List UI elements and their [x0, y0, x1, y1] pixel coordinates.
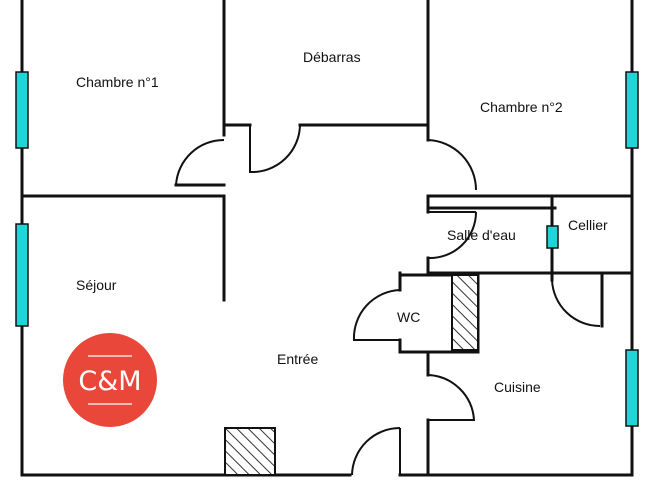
door-debarras	[249, 124, 301, 174]
door-chambre1	[175, 138, 225, 186]
windows	[15, 71, 639, 427]
window-cuisine	[625, 349, 639, 427]
label-wc: WC	[397, 309, 420, 325]
ducts	[224, 274, 479, 476]
logo-text: C&M	[78, 366, 141, 397]
duct-entree	[224, 427, 276, 476]
doors	[175, 124, 601, 476]
door-wc	[352, 289, 401, 341]
label-chambre1: Chambre n°1	[76, 74, 159, 90]
window-chambre2	[625, 71, 639, 149]
label-chambre2: Chambre n°2	[480, 99, 563, 115]
window-salle-eau	[546, 225, 559, 249]
label-cellier: Cellier	[568, 217, 608, 233]
label-debarras: Débarras	[303, 49, 361, 65]
door-cellier	[551, 279, 601, 328]
label-sejour: Séjour	[76, 277, 117, 293]
label-cuisine: Cuisine	[494, 379, 541, 395]
room-labels: Chambre n°1 Débarras Chambre n°2 Salle d…	[76, 49, 608, 395]
logo-circle	[63, 333, 157, 427]
door-chambre2	[427, 139, 478, 191]
cm-logo: C&M	[63, 333, 157, 427]
door-entree	[351, 427, 401, 476]
window-chambre1	[15, 71, 29, 149]
label-entree: Entrée	[277, 351, 318, 367]
duct-wc	[451, 274, 479, 351]
door-cuisine	[427, 374, 476, 421]
window-sejour	[15, 223, 29, 327]
door-salle-eau	[427, 211, 478, 260]
label-salle-eau: Salle d'eau	[447, 227, 516, 243]
